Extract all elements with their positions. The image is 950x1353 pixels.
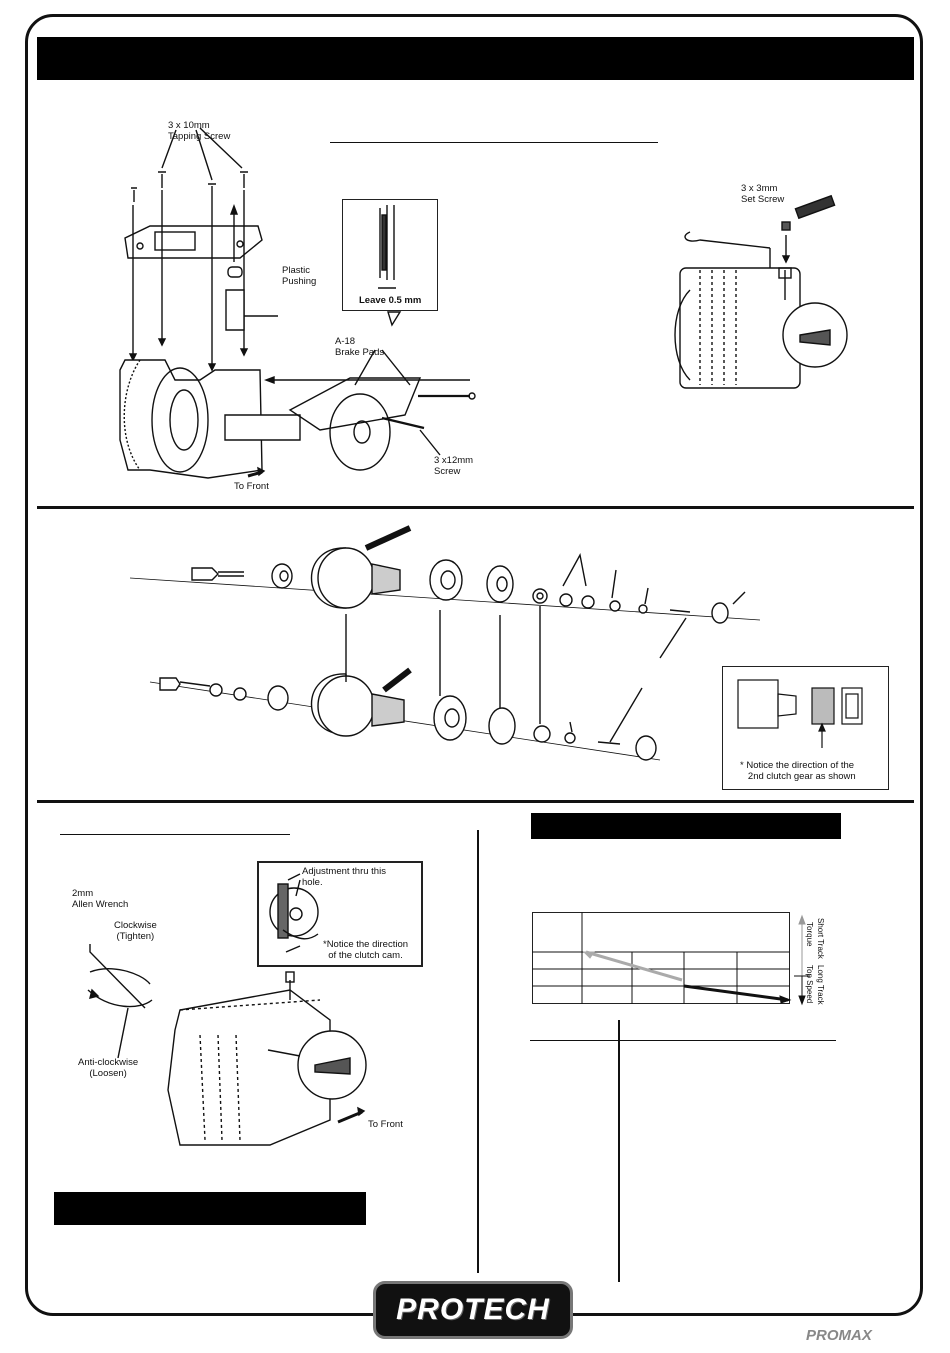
- torque-label: Torque: [805, 922, 814, 947]
- section3-right-bar: [531, 813, 841, 839]
- section1-underline: [330, 142, 658, 143]
- protech-logo: PROTECH: [373, 1281, 573, 1339]
- brake-assembly-drawing: [119, 127, 848, 479]
- lower-table-divider: [618, 1020, 620, 1282]
- to-front-label-2: To Front: [368, 1119, 403, 1130]
- divider-1: [37, 506, 914, 509]
- clutch-note-label: * Notice the direction of the 2nd clutch…: [740, 760, 856, 782]
- allen-label: 2mm Allen Wrench: [72, 888, 129, 910]
- plastic-pushing-label: Plastic Pushing: [282, 265, 317, 287]
- lower-table-rule: [530, 1040, 836, 1041]
- short-track-label: Short Track: [816, 918, 825, 959]
- protech-logo-text: PROTECH: [396, 1293, 550, 1326]
- clockwise-label: Clockwise (Tighten): [114, 920, 157, 942]
- promax-logo: PROMAX: [806, 1327, 872, 1344]
- leave-label: Leave 0.5 mm: [359, 295, 422, 306]
- center-divider: [477, 830, 479, 1273]
- top-speed-label: Top Speed: [805, 965, 814, 1004]
- clutch-gear-detail: [737, 679, 863, 748]
- header-bar: [37, 37, 914, 80]
- adjust-hole-label: Adjustment thru this hole.: [302, 866, 386, 888]
- gear-table: [532, 912, 790, 1004]
- long-track-label: Long Track: [816, 965, 825, 1005]
- set-screw-label: 3 x 3mm Set Screw: [741, 183, 785, 205]
- screw-12-label: 3 x12mm Screw: [434, 455, 474, 477]
- tapping-screw-label: 3 x 10mm Tapping Screw: [168, 120, 231, 142]
- cam-note-label: *Notice the direction of the clutch cam.: [323, 939, 409, 961]
- anticlockwise-label: Anti-clockwise (Loosen): [78, 1057, 139, 1079]
- section3-left-bar: [54, 1192, 366, 1225]
- gear-table-grid: [532, 912, 810, 1006]
- clutch-exploded-drawing: [129, 525, 761, 761]
- clutch-adjust-drawing: [87, 873, 367, 1146]
- divider-2: [37, 800, 914, 803]
- tapping-screw-icon: [131, 127, 248, 202]
- to-front-label-1: To Front: [234, 481, 269, 492]
- section3-underline: [60, 834, 290, 835]
- brake-detail-box: [342, 199, 438, 311]
